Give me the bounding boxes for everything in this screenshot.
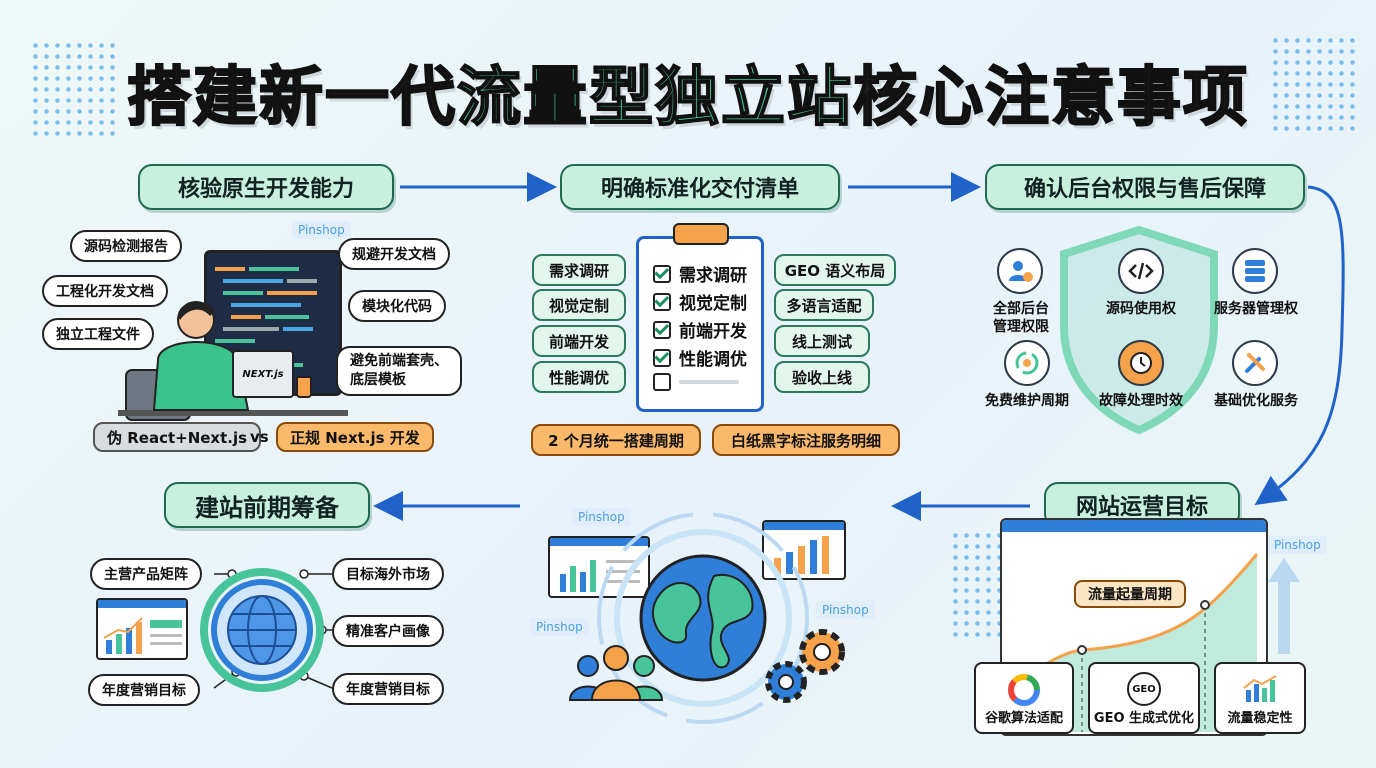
header-dev: 核验原生开发能力 <box>138 164 394 210</box>
checkbox-empty-icon <box>653 373 671 391</box>
prep-item-annual-goal-right: 年度营销目标 <box>332 673 444 705</box>
bubble-engineering-docs: 工程化开发文档 <box>42 275 168 307</box>
checklist-item: 需求调研 <box>653 261 747 286</box>
page-title: 搭建新一代流量型独立站核心注意事项 <box>126 60 1249 136</box>
delivery-footer-detail: 白纸黑字标注服务明细 <box>712 424 900 456</box>
server-icon <box>1232 248 1278 294</box>
delivery-right-item: 验收上线 <box>774 361 870 393</box>
delivery-left-item: 前端开发 <box>532 325 626 357</box>
ops-card-stability: 流量稳定性 <box>1214 662 1306 734</box>
backend-item-label: 故障处理时效 <box>1099 393 1183 409</box>
backend-item-label: 全部后台 管理权限 <box>993 301 1049 335</box>
users-group-icon <box>568 645 664 701</box>
geo-icon: GEO <box>1127 672 1161 706</box>
delivery-footer-cycle: 2 个月统一搭建周期 <box>531 424 701 456</box>
placeholder-line <box>679 380 739 384</box>
bar-chart-icon <box>774 536 829 574</box>
compare-real: 正规 Next.js 开发 <box>276 422 434 452</box>
compare-vs: vs <box>250 428 269 446</box>
refresh-gear-icon <box>1004 340 1050 386</box>
window-titlebar <box>550 538 648 546</box>
google-icon <box>1008 674 1040 706</box>
prep-item-overseas-market: 目标海外市场 <box>332 558 444 590</box>
clock-icon <box>1118 340 1164 386</box>
bubble-source-report: 源码检测报告 <box>70 230 182 262</box>
bubble-no-template: 避免前端套壳、 底层模板 <box>336 346 462 396</box>
checklist-item: 前端开发 <box>653 317 747 342</box>
bubble-modular-code: 模块化代码 <box>348 290 446 322</box>
bubble-project-files: 独立工程文件 <box>42 318 154 350</box>
prep-item-annual-goal-left: 年度营销目标 <box>88 674 200 706</box>
laptop: NEXT.js <box>232 350 294 398</box>
delivery-left-item: 性能调优 <box>532 361 626 393</box>
chart-label-traffic-cycle: 流量起量周期 <box>1074 580 1186 608</box>
window-titlebar <box>1002 520 1266 532</box>
watermark: Pinshop <box>292 221 351 239</box>
compare-fake: 伪 React+Next.js <box>93 422 262 452</box>
checklist-clipboard: 需求调研 视觉定制 前端开发 性能调优 <box>636 223 764 412</box>
bubble-dev-docs: 规避开发文档 <box>338 238 450 270</box>
prep-item-customer-persona: 精准客户画像 <box>332 615 444 647</box>
checkbox-checked-icon <box>653 320 671 339</box>
bar-chart-icon <box>103 617 182 654</box>
arrow-backend-to-ops <box>1254 185 1345 506</box>
window-titlebar <box>98 600 186 608</box>
globe-orbit-illustration <box>597 512 809 724</box>
delivery-right-item: 线上测试 <box>774 325 870 357</box>
watermark: Pinshop <box>816 601 875 619</box>
header-delivery: 明确标准化交付清单 <box>560 164 840 210</box>
ops-card-google: 谷歌算法适配 <box>974 662 1074 734</box>
checklist-item: 视觉定制 <box>653 289 747 314</box>
delivery-left-item: 需求调研 <box>532 254 626 286</box>
checklist-item: 性能调优 <box>653 345 747 370</box>
backend-item-label: 源码使用权 <box>1106 301 1176 317</box>
wrench-icon <box>1232 340 1278 386</box>
checklist-item <box>653 373 739 391</box>
nextjs-logo: NEXT.js <box>242 368 284 380</box>
developer-illustration <box>118 301 348 421</box>
up-arrow-icon <box>1268 558 1300 654</box>
globe-icon <box>200 568 324 692</box>
watermark: Pinshop <box>572 508 631 526</box>
bar-chart-icon <box>1243 675 1277 702</box>
header-backend: 确认后台权限与售后保障 <box>985 164 1305 210</box>
delivery-left-item: 视觉定制 <box>532 289 626 321</box>
decorative-dots <box>1270 35 1360 135</box>
backend-item-label: 服务器管理权 <box>1214 301 1298 317</box>
ops-card-geo: GEO GEO 生成式优化 <box>1088 662 1200 734</box>
backend-item-label: 基础优化服务 <box>1214 393 1298 409</box>
delivery-right-item: GEO 语义布局 <box>774 254 896 286</box>
delivery-right-item: 多语言适配 <box>774 289 874 321</box>
dashboard-window <box>96 598 188 660</box>
shield-icon <box>1060 226 1218 435</box>
decorative-dots <box>30 40 120 140</box>
checkbox-checked-icon <box>653 348 671 367</box>
coffee-cup-icon <box>296 376 312 398</box>
watermark: Pinshop <box>1268 536 1327 554</box>
checkbox-checked-icon <box>653 264 671 283</box>
header-prep: 建站前期筹备 <box>164 482 370 528</box>
code-icon <box>1118 248 1164 294</box>
prep-item-product: 主营产品矩阵 <box>90 558 202 590</box>
backend-item-label: 免费维护周期 <box>985 393 1069 409</box>
watermark: Pinshop <box>530 618 589 636</box>
checkbox-checked-icon <box>653 292 671 311</box>
gears-icon <box>765 629 845 703</box>
clipboard-clip <box>673 223 729 245</box>
user-gear-icon <box>997 248 1043 294</box>
window-titlebar <box>764 522 844 530</box>
